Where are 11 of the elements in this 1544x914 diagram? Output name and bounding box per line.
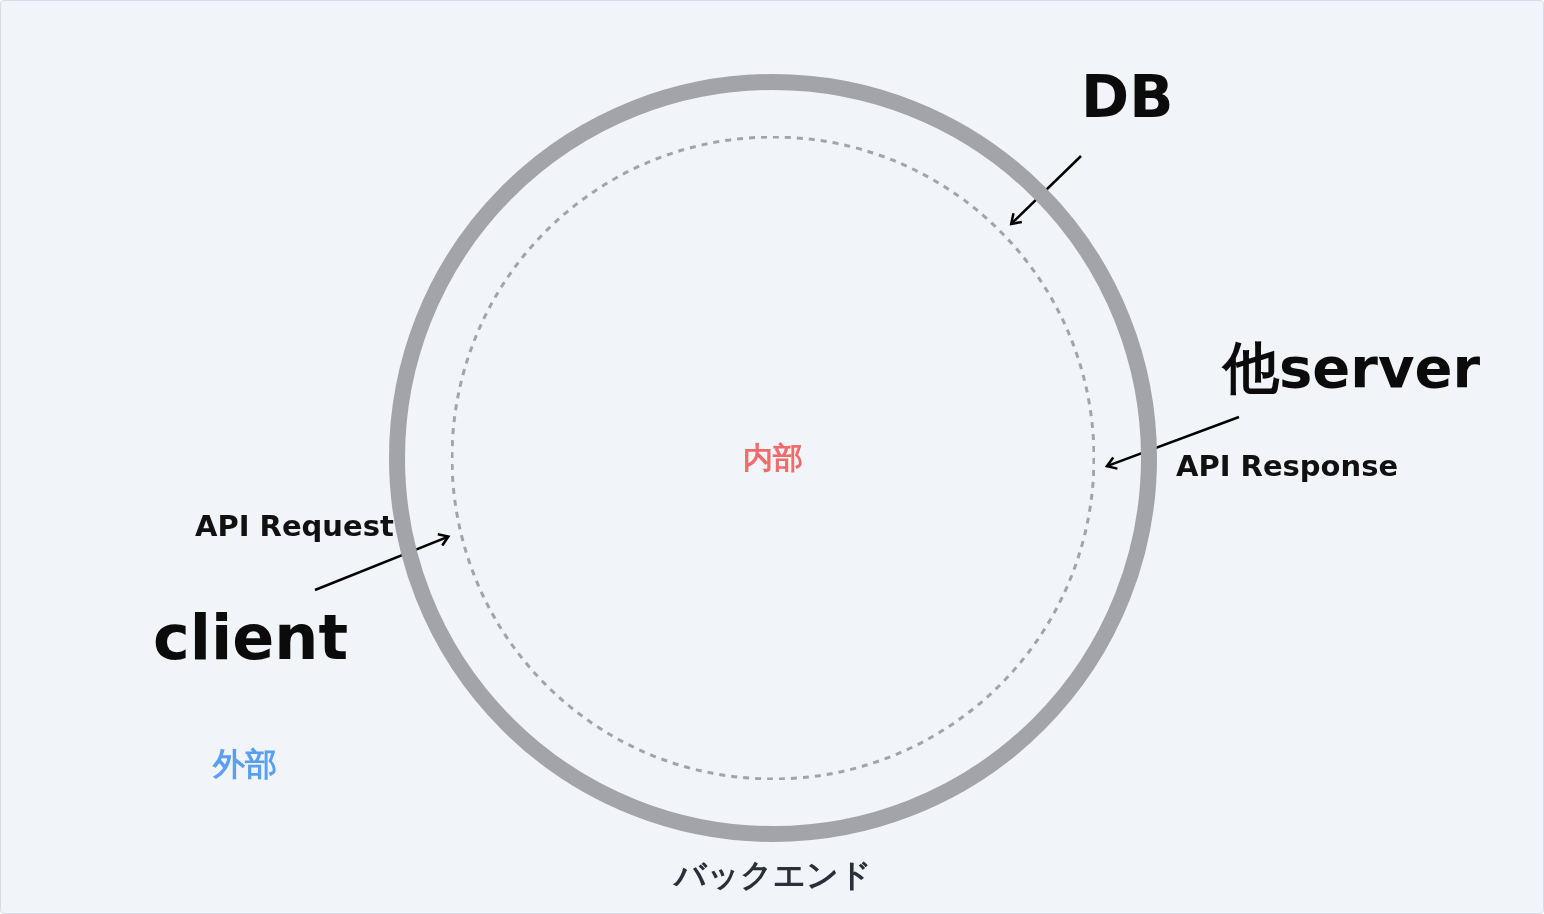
arrow <box>1105 415 1240 470</box>
inner-label: 内部 <box>743 438 803 477</box>
arrow <box>314 533 450 592</box>
node-label: DB <box>1081 63 1174 131</box>
edge-label: API Request <box>195 509 394 543</box>
edge-label: API Response <box>1176 449 1399 483</box>
region-label: 外部 <box>213 744 277 785</box>
arrow <box>1010 155 1082 226</box>
node-label: client <box>153 601 349 674</box>
node-label: 他server <box>1223 331 1481 407</box>
backend-heading: バックエンド <box>672 855 873 896</box>
